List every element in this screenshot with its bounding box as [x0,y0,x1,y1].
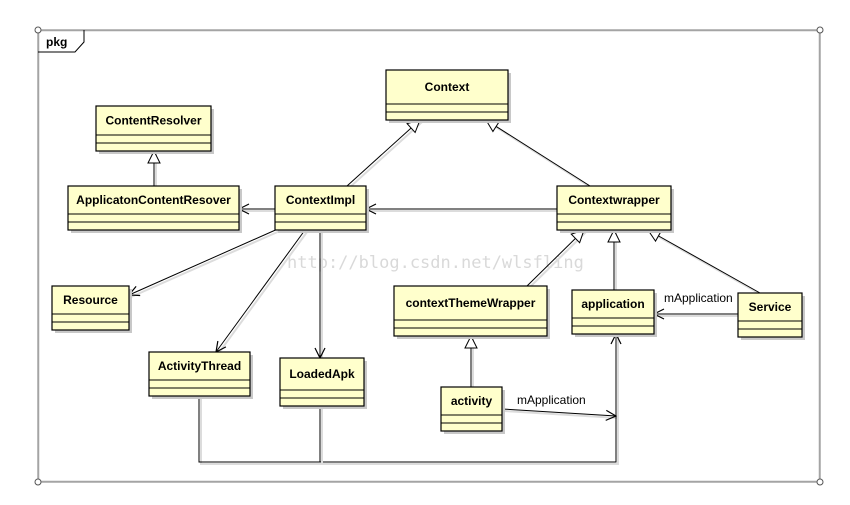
class-layer: ContextContentResolverApplicatonContentR… [51,69,805,434]
relationship-association-contextimpl-to-loadedapk[interactable] [320,230,322,360]
frame-handle-bottom-left[interactable] [34,478,42,486]
relationship-association-loadedapk-to-application[interactable] [319,406,323,464]
relationship-generalization-activity-to-contextthemewrapper[interactable] [471,336,473,389]
relationship-association-contextimpl-to-resource[interactable] [129,227,283,298]
class-name-label: activity [451,394,493,408]
watermark-text: http://blog.csdn.net/wlsfling [287,253,584,273]
relationship-association-activity-to-application[interactable] [501,408,619,418]
class-name-label: LoadedApk [289,367,355,381]
class-applicatoncontentresover[interactable]: ApplicatonContentResover [67,185,242,233]
relationship-generalization-applicatoncontentresover-to-contentresolver[interactable] [154,151,156,188]
service-application-label: mApplication [664,291,733,305]
class-loadedapk[interactable]: LoadedApk [279,357,367,409]
class-name-label: ContextImpl [286,193,355,207]
package-label: pkg [46,35,67,49]
relationship-generalization-application-to-contextwrapper[interactable] [614,230,616,292]
class-box [279,357,365,407]
relationship-association-contextimpl-to-applicatoncontentresover[interactable] [239,209,277,211]
class-box [51,285,130,331]
relationship-association-contextwrapper-to-contextimpl[interactable] [366,209,559,211]
class-contextimpl[interactable]: ContextImpl [274,185,369,233]
class-box [440,386,503,432]
class-name-label: ApplicatonContentResover [76,193,231,207]
relationship-association-contextimpl-to-activitythread[interactable] [216,229,308,355]
relationship-generalization-contextthemewrapper-to-contextwrapper[interactable] [526,230,587,289]
class-contextwrapper[interactable]: Contextwrapper [556,185,674,233]
class-name-label: contextThemeWrapper [406,296,536,310]
class-name-label: application [581,297,644,311]
relationship-association-activitythread-to-application[interactable] [198,334,618,465]
class-activitythread[interactable]: ActivityThread [148,351,253,399]
relationship-generalization-contextimpl-to-context[interactable] [346,120,423,189]
package-tab: pkg [38,30,85,53]
class-application[interactable]: application [571,289,657,337]
class-name-label: ContentResolver [105,114,201,128]
class-name-label: Service [749,300,792,314]
class-activity[interactable]: activity [440,386,505,434]
class-box [148,351,251,397]
class-name-label: Contextwrapper [568,193,660,207]
class-contextthemewrapper[interactable]: contextThemeWrapper [393,285,550,339]
class-resource[interactable]: Resource [51,285,132,333]
relationship-generalization-service-to-contextwrapper[interactable] [648,230,763,296]
class-name-label: ActivityThread [158,359,241,373]
frame-handle-bottom-right[interactable] [816,478,824,486]
class-service[interactable]: Service [737,292,805,340]
class-name-label: Context [425,80,470,94]
class-context[interactable]: Context [385,69,511,123]
class-box [67,185,240,231]
relationship-layer [129,120,763,465]
frame-handle-top-left[interactable] [34,26,42,34]
class-box [737,292,803,338]
frame-handle-top-right[interactable] [816,26,824,34]
class-box [274,185,367,231]
activity-application-label: mApplication [517,393,586,407]
diagram-frame [34,26,824,486]
relationship-generalization-contextwrapper-to-context[interactable] [486,120,593,189]
class-contentresolver[interactable]: ContentResolver [95,105,214,154]
relationship-association-service-to-application[interactable] [654,314,740,316]
class-name-label: Resource [63,293,118,307]
class-box [571,289,655,335]
class-box [556,185,672,231]
